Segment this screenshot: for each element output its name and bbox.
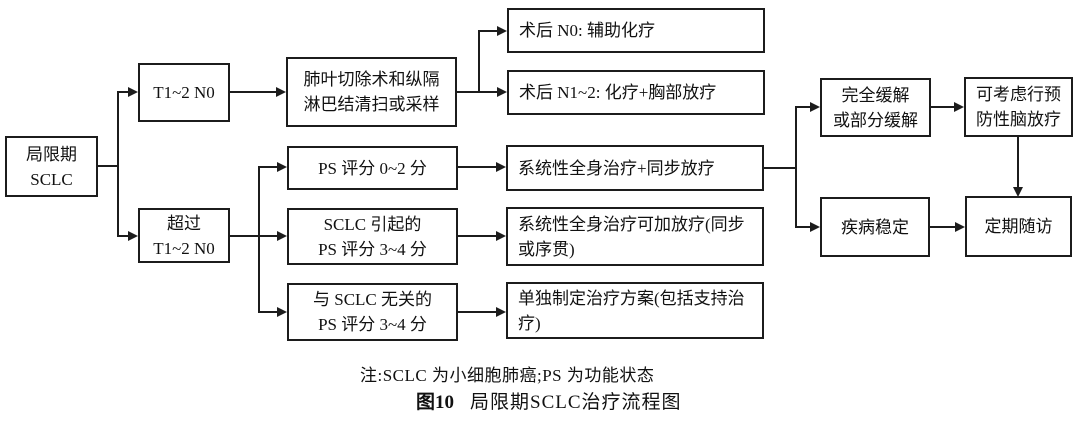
node-pci: 可考虑行预 防性脑放疗 [964, 77, 1073, 137]
node-lobectomy: 肺叶切除术和纵隔 淋巴结清扫或采样 [286, 57, 457, 127]
connector-line [795, 226, 810, 228]
connector-line [117, 235, 129, 237]
arrow-right-icon [128, 231, 138, 241]
arrow-right-icon [496, 162, 506, 172]
arrow-right-icon [810, 222, 820, 232]
arrow-right-icon [496, 307, 506, 317]
figure-caption: 图10 局限期SCLC治疗流程图 [416, 387, 682, 414]
node-post-op-n0: 术后 N0: 辅助化疗 [507, 8, 765, 53]
connector-line [458, 235, 496, 237]
connector-line [930, 226, 955, 228]
connector-line [764, 167, 797, 169]
arrow-right-icon [496, 231, 506, 241]
connector-line [1017, 137, 1019, 188]
connector-line [258, 166, 260, 313]
arrow-right-icon [497, 26, 507, 36]
connector-line [258, 311, 277, 313]
node-ps-0-2: PS 评分 0~2 分 [287, 146, 458, 190]
connector-line [457, 91, 497, 93]
node-beyond-t1-2-n0: 超过 T1~2 N0 [138, 208, 230, 263]
figure-note: 注:SCLC 为小细胞肺癌;PS 为功能状态 [360, 366, 655, 385]
node-systemic-optional-rt: 系统性全身治疗可加放疗(同步或序贯) [506, 207, 764, 266]
arrow-right-icon [128, 87, 138, 97]
connector-line [258, 166, 277, 168]
arrow-right-icon [277, 231, 287, 241]
node-non-sclc-ps-3-4: 与 SCLC 无关的 PS 评分 3~4 分 [287, 283, 458, 341]
node-sclc-ps-3-4: SCLC 引起的 PS 评分 3~4 分 [287, 208, 458, 265]
connector-line [117, 91, 119, 237]
connector-line [117, 91, 129, 93]
connector-line [478, 30, 480, 93]
node-systemic-concurrent-rt: 系统性全身治疗+同步放疗 [506, 145, 764, 191]
node-t1-2-n0: T1~2 N0 [138, 63, 230, 122]
figure-title: 局限期SCLC治疗流程图 [470, 392, 682, 413]
arrow-right-icon [497, 87, 507, 97]
arrow-right-icon [277, 307, 287, 317]
connector-line [230, 91, 276, 93]
connector-line [795, 106, 797, 227]
arrow-right-icon [954, 102, 964, 112]
arrow-down-icon [1013, 187, 1023, 197]
node-individualized-plan: 单独制定治疗方案(包括支持治疗) [506, 282, 764, 339]
node-post-op-n1-2: 术后 N1~2: 化疗+胸部放疗 [507, 70, 765, 115]
arrow-right-icon [810, 102, 820, 112]
node-stable-disease: 疾病稳定 [820, 197, 930, 257]
connector-line [458, 166, 496, 168]
connector-line [478, 30, 497, 32]
connector-line [931, 106, 954, 108]
figure-number: 图10 [416, 392, 455, 413]
node-follow-up: 定期随访 [965, 196, 1072, 257]
node-cr-pr: 完全缓解 或部分缓解 [820, 78, 931, 137]
connector-line [795, 106, 810, 108]
arrow-right-icon [276, 87, 286, 97]
arrow-right-icon [277, 162, 287, 172]
connector-line [458, 311, 496, 313]
connector-line [230, 235, 277, 237]
node-limited-sclc: 局限期 SCLC [5, 136, 98, 197]
arrow-right-icon [955, 222, 965, 232]
connector-line [98, 165, 118, 167]
